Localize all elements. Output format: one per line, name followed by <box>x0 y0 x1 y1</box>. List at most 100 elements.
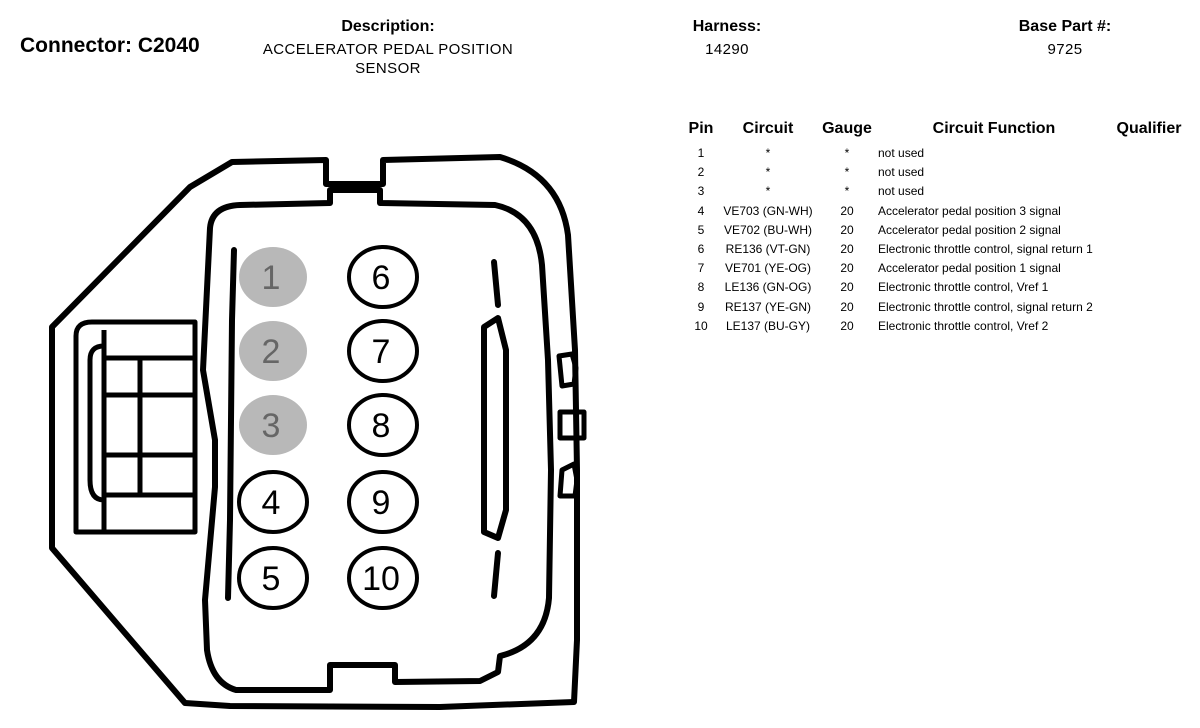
pin-group: 1 2 3 4 5 6 7 8 9 10 <box>237 245 419 610</box>
pin-area-divider <box>225 247 237 601</box>
pin-6-label: 6 <box>372 259 391 297</box>
description-line-2: SENSOR <box>355 60 421 77</box>
table-row: 4 VE703 (GN-WH) 20 Accelerator pedal positi… <box>682 202 1188 221</box>
cell-gauge: 20 <box>840 318 854 333</box>
cell-gauge: * <box>844 146 850 160</box>
pin-8-circle <box>347 393 419 457</box>
pin-3-label: 3 <box>262 407 281 445</box>
cell-circuit: LE137 (BU-GY) <box>725 318 811 333</box>
cell-function: Accelerator pedal position 1 signal <box>878 261 1061 276</box>
cell-pin: 7 <box>697 261 705 276</box>
cell-circuit: * <box>765 146 771 160</box>
cell-function: Electronic throttle control, Vref 2 <box>878 318 1049 333</box>
pin-5-circle <box>237 546 309 610</box>
cell-function: not used <box>878 146 925 160</box>
cell-pin: 1 <box>697 146 705 160</box>
connector-title: Connector: C2040 <box>20 34 200 57</box>
right-key-top <box>556 351 579 389</box>
cell-pin: 4 <box>697 203 705 218</box>
cavity-rib <box>491 259 501 308</box>
table-row: 9 RE137 (YE-GN) 20 Electronic throttle cont… <box>682 298 1188 317</box>
table-header-row: Pin Circuit Gauge Circuit Function Quali… <box>682 118 1188 144</box>
pin-2-circle <box>239 321 307 381</box>
cell-pin: 10 <box>694 318 708 333</box>
cavity-rib <box>491 550 501 599</box>
pinout-table: Pin Circuit Gauge Circuit Function Quali… <box>682 118 1188 336</box>
cell-gauge: 20 <box>840 242 854 257</box>
cell-qualifier <box>1110 144 1188 163</box>
pin-10-label: 10 <box>362 560 400 598</box>
cell-circuit: VE701 (YE-OG) <box>724 261 812 276</box>
cell-qualifier <box>1110 278 1188 297</box>
cell-pin: 2 <box>697 165 705 180</box>
column-header-pin: Pin <box>688 120 714 137</box>
pin-5-label: 5 <box>262 560 281 598</box>
cell-qualifier <box>1110 221 1188 240</box>
table-row: 6 RE136 (VT-GN) 20 Electronic throttle cont… <box>682 240 1188 259</box>
description-label: Description: <box>341 18 435 35</box>
base-part-label: Base Part #: <box>1018 18 1112 35</box>
cell-pin: 6 <box>697 242 705 257</box>
cell-function: Electronic throttle control, signal retu… <box>878 242 1093 257</box>
column-header-qualifier: Qualifier <box>1116 120 1182 137</box>
table-row: 2**not used <box>682 163 1188 182</box>
pin-8-label: 8 <box>372 407 391 445</box>
cell-circuit: VE703 (GN-WH) <box>723 203 813 218</box>
pin-4-label: 4 <box>262 484 281 522</box>
cell-pin: 5 <box>697 222 705 237</box>
pin-1-label: 1 <box>262 259 281 297</box>
cell-function: Electronic throttle control, Vref 1 <box>878 280 1049 295</box>
harness-block: Harness: 14290 <box>652 18 802 59</box>
cell-qualifier <box>1110 259 1188 278</box>
cell-pin: 8 <box>697 280 705 295</box>
pin-6-circle <box>347 245 419 309</box>
cell-pin: 3 <box>697 184 705 199</box>
pin-9-circle <box>347 470 419 534</box>
pin-1-circle <box>239 247 307 307</box>
pin-2-label: 2 <box>262 333 281 371</box>
cell-circuit: LE136 (GN-OG) <box>724 280 812 295</box>
cell-pin: 9 <box>697 299 705 314</box>
latch-outer <box>73 319 198 535</box>
table-row: 8 LE136 (GN-OG) 20 Electronic throttle cont… <box>682 278 1188 297</box>
cell-gauge: 20 <box>840 203 854 218</box>
pin-4-circle <box>237 470 309 534</box>
cell-gauge: 20 <box>840 299 854 314</box>
harness-label: Harness: <box>692 18 762 35</box>
cell-circuit: RE136 (VT-GN) <box>725 242 811 257</box>
right-key-bottom <box>557 461 580 499</box>
cell-gauge: * <box>844 184 850 199</box>
cell-function: Accelerator pedal position 3 signal <box>878 203 1061 218</box>
pin-7-label: 7 <box>372 333 391 371</box>
cell-circuit: * <box>765 184 771 199</box>
locking-tab <box>481 315 509 541</box>
cell-qualifier <box>1110 163 1188 182</box>
description-value: ACCELERATOR PEDAL POSITION SENSOR <box>238 40 538 78</box>
cell-gauge: * <box>844 165 850 180</box>
connector-face-diagram: 1 2 3 4 5 6 7 8 9 10 <box>49 154 587 710</box>
base-part-value: 9725 <box>1047 41 1083 58</box>
cell-function: not used <box>878 165 925 180</box>
pin-3-circle <box>239 395 307 455</box>
table-row: 1 * * not used <box>682 144 1188 163</box>
pin-9-label: 9 <box>372 484 391 522</box>
cell-qualifier <box>1110 317 1188 336</box>
latch-inner <box>87 343 107 503</box>
description-block: Description: ACCELERATOR PEDAL POSITION … <box>238 18 538 78</box>
cell-circuit: VE702 (BU-WH) <box>723 222 812 237</box>
cell-function: not used <box>878 184 925 199</box>
harness-value: 14290 <box>705 41 749 58</box>
table-row: 3 * * not used <box>682 182 1188 201</box>
cell-circuit: RE137 (YE-GN) <box>724 299 812 314</box>
right-key-middle <box>557 409 587 441</box>
cell-gauge: 20 <box>840 261 854 276</box>
cavity-outline <box>200 187 554 693</box>
table-row: 10 LE137 (BU-GY) 20 Electronic throttle con… <box>682 317 1188 336</box>
cell-gauge: 20 <box>840 280 854 295</box>
table-row: 7 VE701 (YE-OG) 20 Accelerator pedal positi… <box>682 259 1188 278</box>
cell-function: Electronic throttle control, signal retu… <box>878 299 1093 314</box>
housing-outline <box>49 154 580 710</box>
description-line-1: ACCELERATOR PEDAL POSITION <box>262 41 514 58</box>
cell-gauge: 20 <box>840 222 854 237</box>
